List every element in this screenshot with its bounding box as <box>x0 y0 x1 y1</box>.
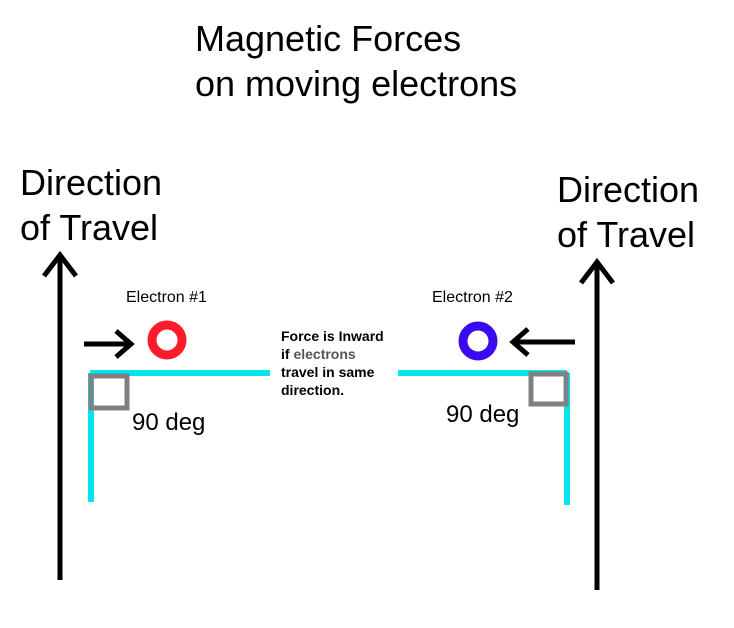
electron-2-ring-icon <box>458 321 498 361</box>
note-line-3: travel in same <box>281 364 375 380</box>
electron-2-label: Electron #2 <box>432 289 513 306</box>
note-line-1: Force is Inward <box>281 328 384 344</box>
right-field-line <box>398 370 570 505</box>
force-note: Force is Inward if electrons travel in s… <box>281 327 421 399</box>
electron-1-ring-icon <box>147 320 187 360</box>
electron-1-label: Electron #1 <box>126 289 207 306</box>
left-field-line <box>88 370 270 502</box>
right-right-angle-box <box>528 371 569 407</box>
note-highlight: electrons <box>293 346 356 362</box>
left-direction-line-2: of Travel <box>20 207 159 248</box>
left-right-angle-box <box>88 373 130 411</box>
note-line-2: if electrons <box>281 345 421 363</box>
right-direction-line-2: of Travel <box>557 214 696 255</box>
right-direction-line-1: Direction <box>557 169 700 210</box>
diagram-title: Magnetic Forces on moving electrons <box>195 16 517 106</box>
right-force-arrow-icon <box>509 327 575 357</box>
title-line-1: Magnetic Forces <box>195 18 462 59</box>
right-angle-label: 90 deg <box>446 401 520 428</box>
note-if: if <box>281 346 294 362</box>
right-direction-label: Direction of Travel <box>557 167 699 257</box>
right-direction-arrow-icon <box>579 257 615 590</box>
note-line-4: direction. <box>281 382 345 398</box>
title-line-2: on moving electrons <box>195 63 518 104</box>
left-direction-label: Direction of Travel <box>20 160 162 250</box>
left-direction-line-1: Direction <box>20 162 163 203</box>
left-direction-arrow-icon <box>42 250 78 580</box>
left-force-arrow-icon <box>84 329 135 359</box>
left-angle-label: 90 deg <box>132 409 206 436</box>
